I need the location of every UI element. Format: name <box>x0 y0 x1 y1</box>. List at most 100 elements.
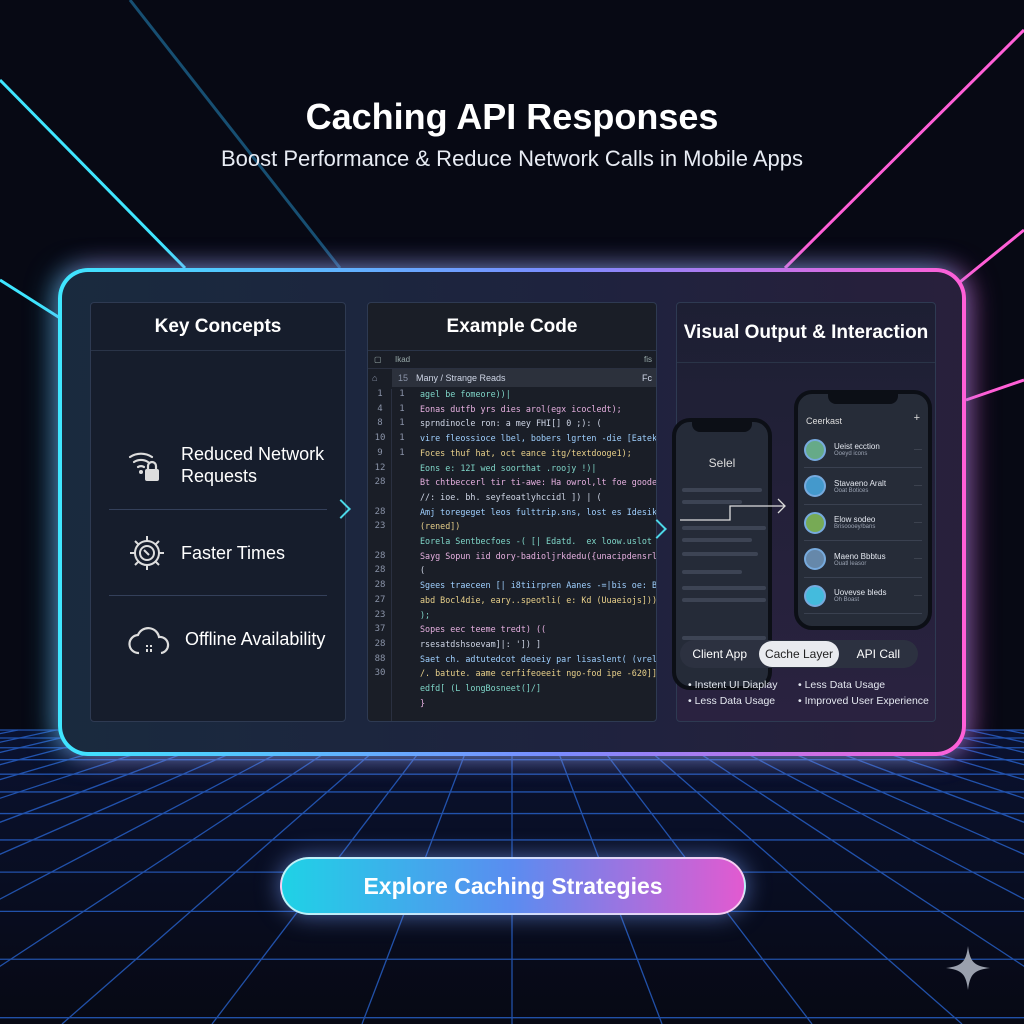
code-line: Sayg Sopun iid dory-badioljrkdedu({unaci… <box>420 550 657 561</box>
panel-title: Example Code <box>368 303 656 351</box>
benefit-item: • Less Data Usage <box>798 679 886 691</box>
grid-line <box>0 729 361 968</box>
benefit-item: • Instent UI Diaplay <box>688 679 778 691</box>
key-concepts-panel: Key Concepts Reduced Network Requests Fa… <box>90 302 346 722</box>
flow-arrow-icon <box>680 498 786 521</box>
contact-name: Maeno Bbbtus <box>834 551 886 561</box>
line-number: 8 <box>377 418 383 429</box>
code-line: Foces thuf hat, oct eance itg/textdooge1… <box>420 447 632 458</box>
code-line: sprndinocle ron: a mey FHI[] 0 ;): ( <box>420 418 602 429</box>
more-icon[interactable]: ···· <box>914 556 922 562</box>
tab-label: Many / Strange Reads <box>416 373 506 383</box>
line-number: 1 <box>377 389 383 399</box>
panel-title: Visual Output & Interaction <box>677 303 935 363</box>
more-icon[interactable]: ···· <box>914 483 922 489</box>
panel-title: Key Concepts <box>91 303 345 351</box>
more-icon[interactable]: ···· <box>914 446 922 453</box>
contact-subtitle: Oh Boast <box>834 597 860 603</box>
line-number: 23 <box>374 609 386 620</box>
gear-speed-icon <box>130 536 164 570</box>
avatar <box>804 548 826 570</box>
contact-name: Uovevse bleds <box>834 588 887 597</box>
grid-line <box>701 729 1024 900</box>
line-number: 4 <box>377 403 383 414</box>
add-icon[interactable]: + <box>913 412 920 424</box>
contact-name: Stavaeno Aralt <box>834 478 887 488</box>
more-icon[interactable]: ···· <box>914 592 922 599</box>
concept-label: Reduced Network Requests <box>181 444 325 486</box>
concept-label: Offline Availability <box>185 629 326 649</box>
contact-subtitle: Brisoooey/bans <box>834 524 876 530</box>
editor-toolbar: ▢ Ikad fis <box>368 351 656 369</box>
grid-line <box>0 729 171 781</box>
line-number: 37 <box>374 624 386 635</box>
segment-cache-layer[interactable]: Cache Layer <box>759 641 839 667</box>
code-line: vire fleossioce lbel, bobers lgrten -die… <box>420 433 657 444</box>
contact-name: Ueist ecction <box>834 442 880 451</box>
code-line: agel be fomeore))| <box>420 389 511 399</box>
line-number: 28 <box>374 565 386 576</box>
tab-right: Fc <box>642 373 652 383</box>
code-line: /. batute. aame cerfifeoeeit ngo-fod ipe… <box>420 668 657 679</box>
divider <box>109 595 327 596</box>
grid-line <box>625 729 963 1024</box>
segment-client-app[interactable]: Client App <box>692 647 748 661</box>
divider <box>109 509 327 510</box>
grid-line <box>0 729 247 823</box>
sparkle-icon <box>946 946 990 990</box>
code-line: abd Bocl4die, eary..speotli( e: Kd (Uuae… <box>420 594 657 605</box>
segment-api-call[interactable]: API Call <box>856 647 900 661</box>
line-number: 28 <box>374 580 386 591</box>
more-icon[interactable]: ···· <box>914 519 922 526</box>
line-number: 1 <box>399 403 405 414</box>
toolbar-label: Ikad <box>395 355 411 364</box>
code-line: ); <box>420 609 431 620</box>
code-line: Eorela Sentbecfoes -( [| Edatd. ex loow.… <box>420 536 652 546</box>
line-number: 88 <box>374 653 386 664</box>
contact-name: Elow sodeo <box>834 515 876 524</box>
home-icon: ⌂ <box>372 373 378 383</box>
grid-line <box>0 729 323 900</box>
grid-line <box>853 729 1024 781</box>
code-line: Sopes eec teeme tredt) (( <box>420 624 547 635</box>
code-line: Eonas dutfb yrs dies arol(egx icocledt); <box>420 403 622 414</box>
contact-subtitle: Ouatl leasor <box>834 560 867 567</box>
flow-segmented-control: Client App Cache Layer API Call <box>680 640 918 668</box>
line-number: 12 <box>374 462 386 473</box>
explore-caching-button[interactable]: Explore Caching Strategies <box>280 857 746 915</box>
code-line: Saet ch. adtutedcot deoeiy par lisaslent… <box>420 653 657 664</box>
code-line: Sgees traeceen [| i8tiirpren Aanes -=|bi… <box>420 580 657 591</box>
line-number: 1 <box>399 433 405 444</box>
cloud-offline-icon <box>128 627 170 655</box>
page-subtitle: Boost Performance & Reduce Network Calls… <box>220 146 804 171</box>
code-line: } <box>420 697 426 708</box>
avatar <box>804 584 826 607</box>
line-number: 1 <box>399 418 405 429</box>
grid-line <box>0 729 285 855</box>
contact-subtitle: Ooeyd icons <box>834 451 868 457</box>
code-line: //: ioe. bh. seyfeoatlyhccidl ]) | ( <box>420 491 602 502</box>
example-code-panel: Example Code ▢ Ikad fis ⌂ 15 Many / Stra… <box>367 302 657 722</box>
code-line: Eons e: 12I wed soorthat .roojy !)| <box>420 462 597 473</box>
concept-item: Offline Availability <box>91 621 345 657</box>
line-number: 9 <box>377 447 383 458</box>
code-line: ( <box>420 565 426 576</box>
editor-tab[interactable]: ⌂ 15 Many / Strange Reads Fc <box>372 369 656 387</box>
line-number: 28 <box>374 550 386 561</box>
concept-item: Reduced Network Requests <box>91 443 345 487</box>
phone-title: Selel <box>708 456 736 470</box>
line-number: 28 <box>374 477 386 488</box>
page-title: Caching API Responses <box>305 96 719 137</box>
line-number: 27 <box>374 594 386 605</box>
code-line: edfd[ (L longBosneet(]/] <box>420 683 542 693</box>
grid-line <box>739 729 1024 855</box>
line-number: 23 <box>374 521 386 532</box>
